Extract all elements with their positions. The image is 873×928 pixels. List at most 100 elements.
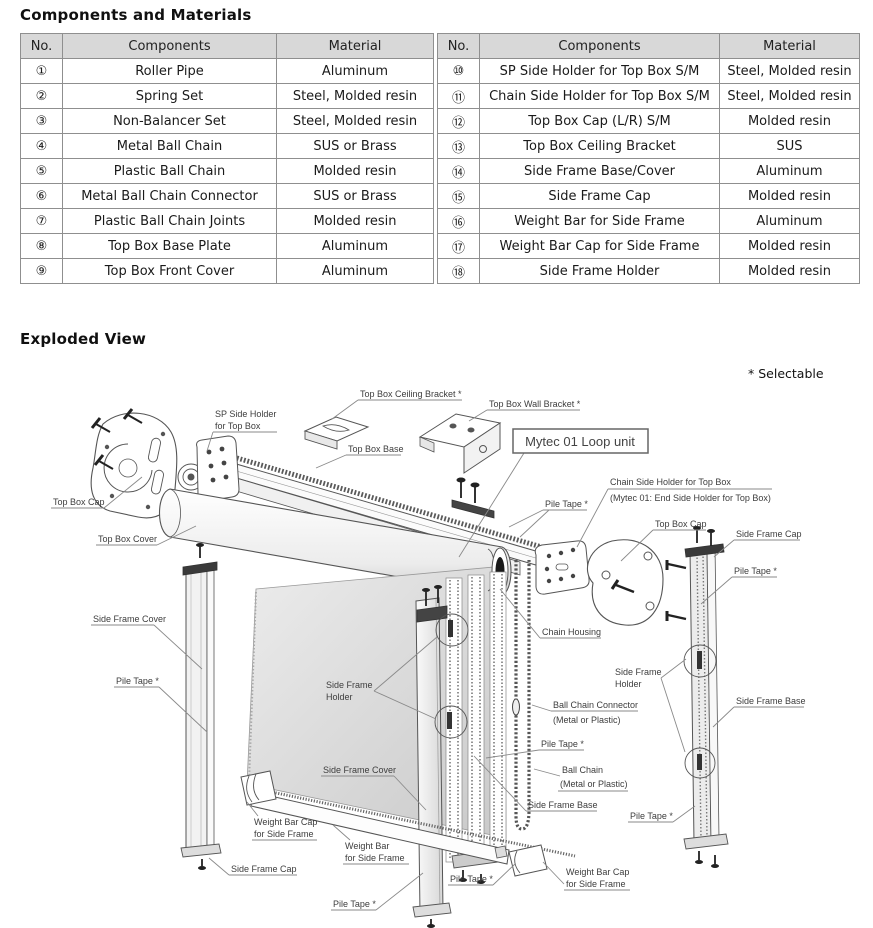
cell-component: Metal Ball Chain xyxy=(62,133,277,159)
cell-material: Aluminum xyxy=(276,58,434,84)
cell-material: Molded resin xyxy=(719,108,860,134)
cell-material: Aluminum xyxy=(719,158,860,184)
label-ball-chain-connector-2: (Metal or Plastic) xyxy=(553,715,621,725)
cell-material: Molded resin xyxy=(719,258,860,284)
cell-material: Molded resin xyxy=(276,158,434,184)
cell-no: ③ xyxy=(20,108,63,134)
cell-no: ⑱ xyxy=(437,258,480,284)
col-header-material: Material xyxy=(276,33,434,59)
label-weight-bar-cap-left-2: for Side Frame xyxy=(254,829,314,839)
label-pile-tape-center: Pile Tape * xyxy=(541,739,584,749)
cell-material: Molded resin xyxy=(719,233,860,259)
label-weight-bar-1: Weight Bar xyxy=(345,841,389,851)
label-side-frame-cover-center: Side Frame Cover xyxy=(323,765,396,775)
label-chain-housing: Chain Housing xyxy=(542,627,601,637)
cell-no: ⑩ xyxy=(437,58,480,84)
label-weight-bar-cap-right-1: Weight Bar Cap xyxy=(566,867,629,877)
top-box-cap-left xyxy=(90,412,178,519)
chain-housing xyxy=(534,540,590,595)
label-top-box-wall-bracket: Top Box Wall Bracket * xyxy=(489,399,581,409)
label-pile-tape-rail: Pile Tape * xyxy=(545,499,588,509)
section-title-exploded-view: Exploded View xyxy=(20,330,147,348)
col-header-components: Components xyxy=(479,33,720,59)
cell-material: Steel, Molded resin xyxy=(276,108,434,134)
mytec-unit-callout: Mytec 01 Loop unit xyxy=(512,428,649,454)
label-top-box-base: Top Box Base xyxy=(348,444,404,454)
cell-material: Aluminum xyxy=(719,208,860,234)
cell-no: ⑯ xyxy=(437,208,480,234)
label-pile-tape-right-mid: Pile Tape * xyxy=(630,811,673,821)
cell-component: Plastic Ball Chain xyxy=(62,158,277,184)
cell-component: Non-Balancer Set xyxy=(62,108,277,134)
diagram-labels: * Selectable Top Box Ceiling Bracket * T… xyxy=(53,366,824,909)
cell-material: Aluminum xyxy=(276,233,434,259)
label-side-frame-cap-bottom: Side Frame Cap xyxy=(231,864,297,874)
col-header-no: No. xyxy=(20,33,63,59)
cell-no: ② xyxy=(20,83,63,109)
ball-chain-connector-bead xyxy=(512,698,520,716)
weight-bar-cap-right-part xyxy=(508,844,548,877)
label-side-frame-holder-center-2: Holder xyxy=(326,692,353,702)
cell-component: Side Frame Holder xyxy=(479,258,720,284)
cell-no: ⑤ xyxy=(20,158,63,184)
mounting-screws xyxy=(451,477,495,519)
cell-component: Top Box Base Plate xyxy=(62,233,277,259)
table-header-row: No. Components Material xyxy=(20,33,434,59)
cap-screws xyxy=(90,408,143,470)
label-sp-side-holder-2: for Top Box xyxy=(215,421,261,431)
cell-component: Top Box Front Cover xyxy=(62,258,277,284)
cell-material: SUS xyxy=(719,133,860,159)
side-frame-left xyxy=(180,543,222,870)
label-weight-bar-cap-right-2: for Side Frame xyxy=(566,879,626,889)
ball-chain-loop xyxy=(512,560,531,831)
label-side-frame-cover-left: Side Frame Cover xyxy=(93,614,166,624)
label-top-box-cover: Top Box Cover xyxy=(98,534,157,544)
label-ball-chain-2: (Metal or Plastic) xyxy=(560,779,628,789)
cell-component: Roller Pipe xyxy=(62,58,277,84)
cell-no: ① xyxy=(20,58,63,84)
label-top-box-ceiling-bracket: Top Box Ceiling Bracket * xyxy=(360,389,462,399)
label-chain-side-holder-1: Chain Side Holder for Top Box xyxy=(610,477,731,487)
cell-material: Molded resin xyxy=(719,183,860,209)
cell-component: Top Box Ceiling Bracket xyxy=(479,133,720,159)
table-header-row: No. Components Material xyxy=(437,33,860,59)
label-sp-side-holder-1: SP Side Holder xyxy=(215,409,276,419)
cell-material: Steel, Molded resin xyxy=(276,83,434,109)
cell-no: ⑭ xyxy=(437,158,480,184)
side-frame-right xyxy=(683,526,729,868)
cell-material: SUS or Brass xyxy=(276,183,434,209)
cell-component: Weight Bar for Side Frame xyxy=(479,208,720,234)
cell-no: ⑮ xyxy=(437,183,480,209)
label-top-box-cap-right: Top Box Cap xyxy=(655,519,707,529)
label-side-frame-base-center: Side Frame Base xyxy=(528,800,598,810)
col-header-material: Material xyxy=(719,33,860,59)
side-frame-base-strips xyxy=(445,571,507,884)
cell-no: ⑬ xyxy=(437,133,480,159)
cap-screws-right xyxy=(665,560,687,621)
top-box-cap-right xyxy=(586,539,664,626)
cell-component: Plastic Ball Chain Joints xyxy=(62,208,277,234)
label-pile-tape-left: Pile Tape * xyxy=(116,676,159,686)
cell-no: ⑧ xyxy=(20,233,63,259)
sp-side-holder xyxy=(177,435,240,502)
cell-component: Top Box Cap (L/R) S/M xyxy=(479,108,720,134)
cell-no: ⑨ xyxy=(20,258,63,284)
cell-component: Spring Set xyxy=(62,83,277,109)
label-ball-chain-connector-1: Ball Chain Connector xyxy=(553,700,638,710)
cell-material: Molded resin xyxy=(276,208,434,234)
cell-no: ⑫ xyxy=(437,108,480,134)
